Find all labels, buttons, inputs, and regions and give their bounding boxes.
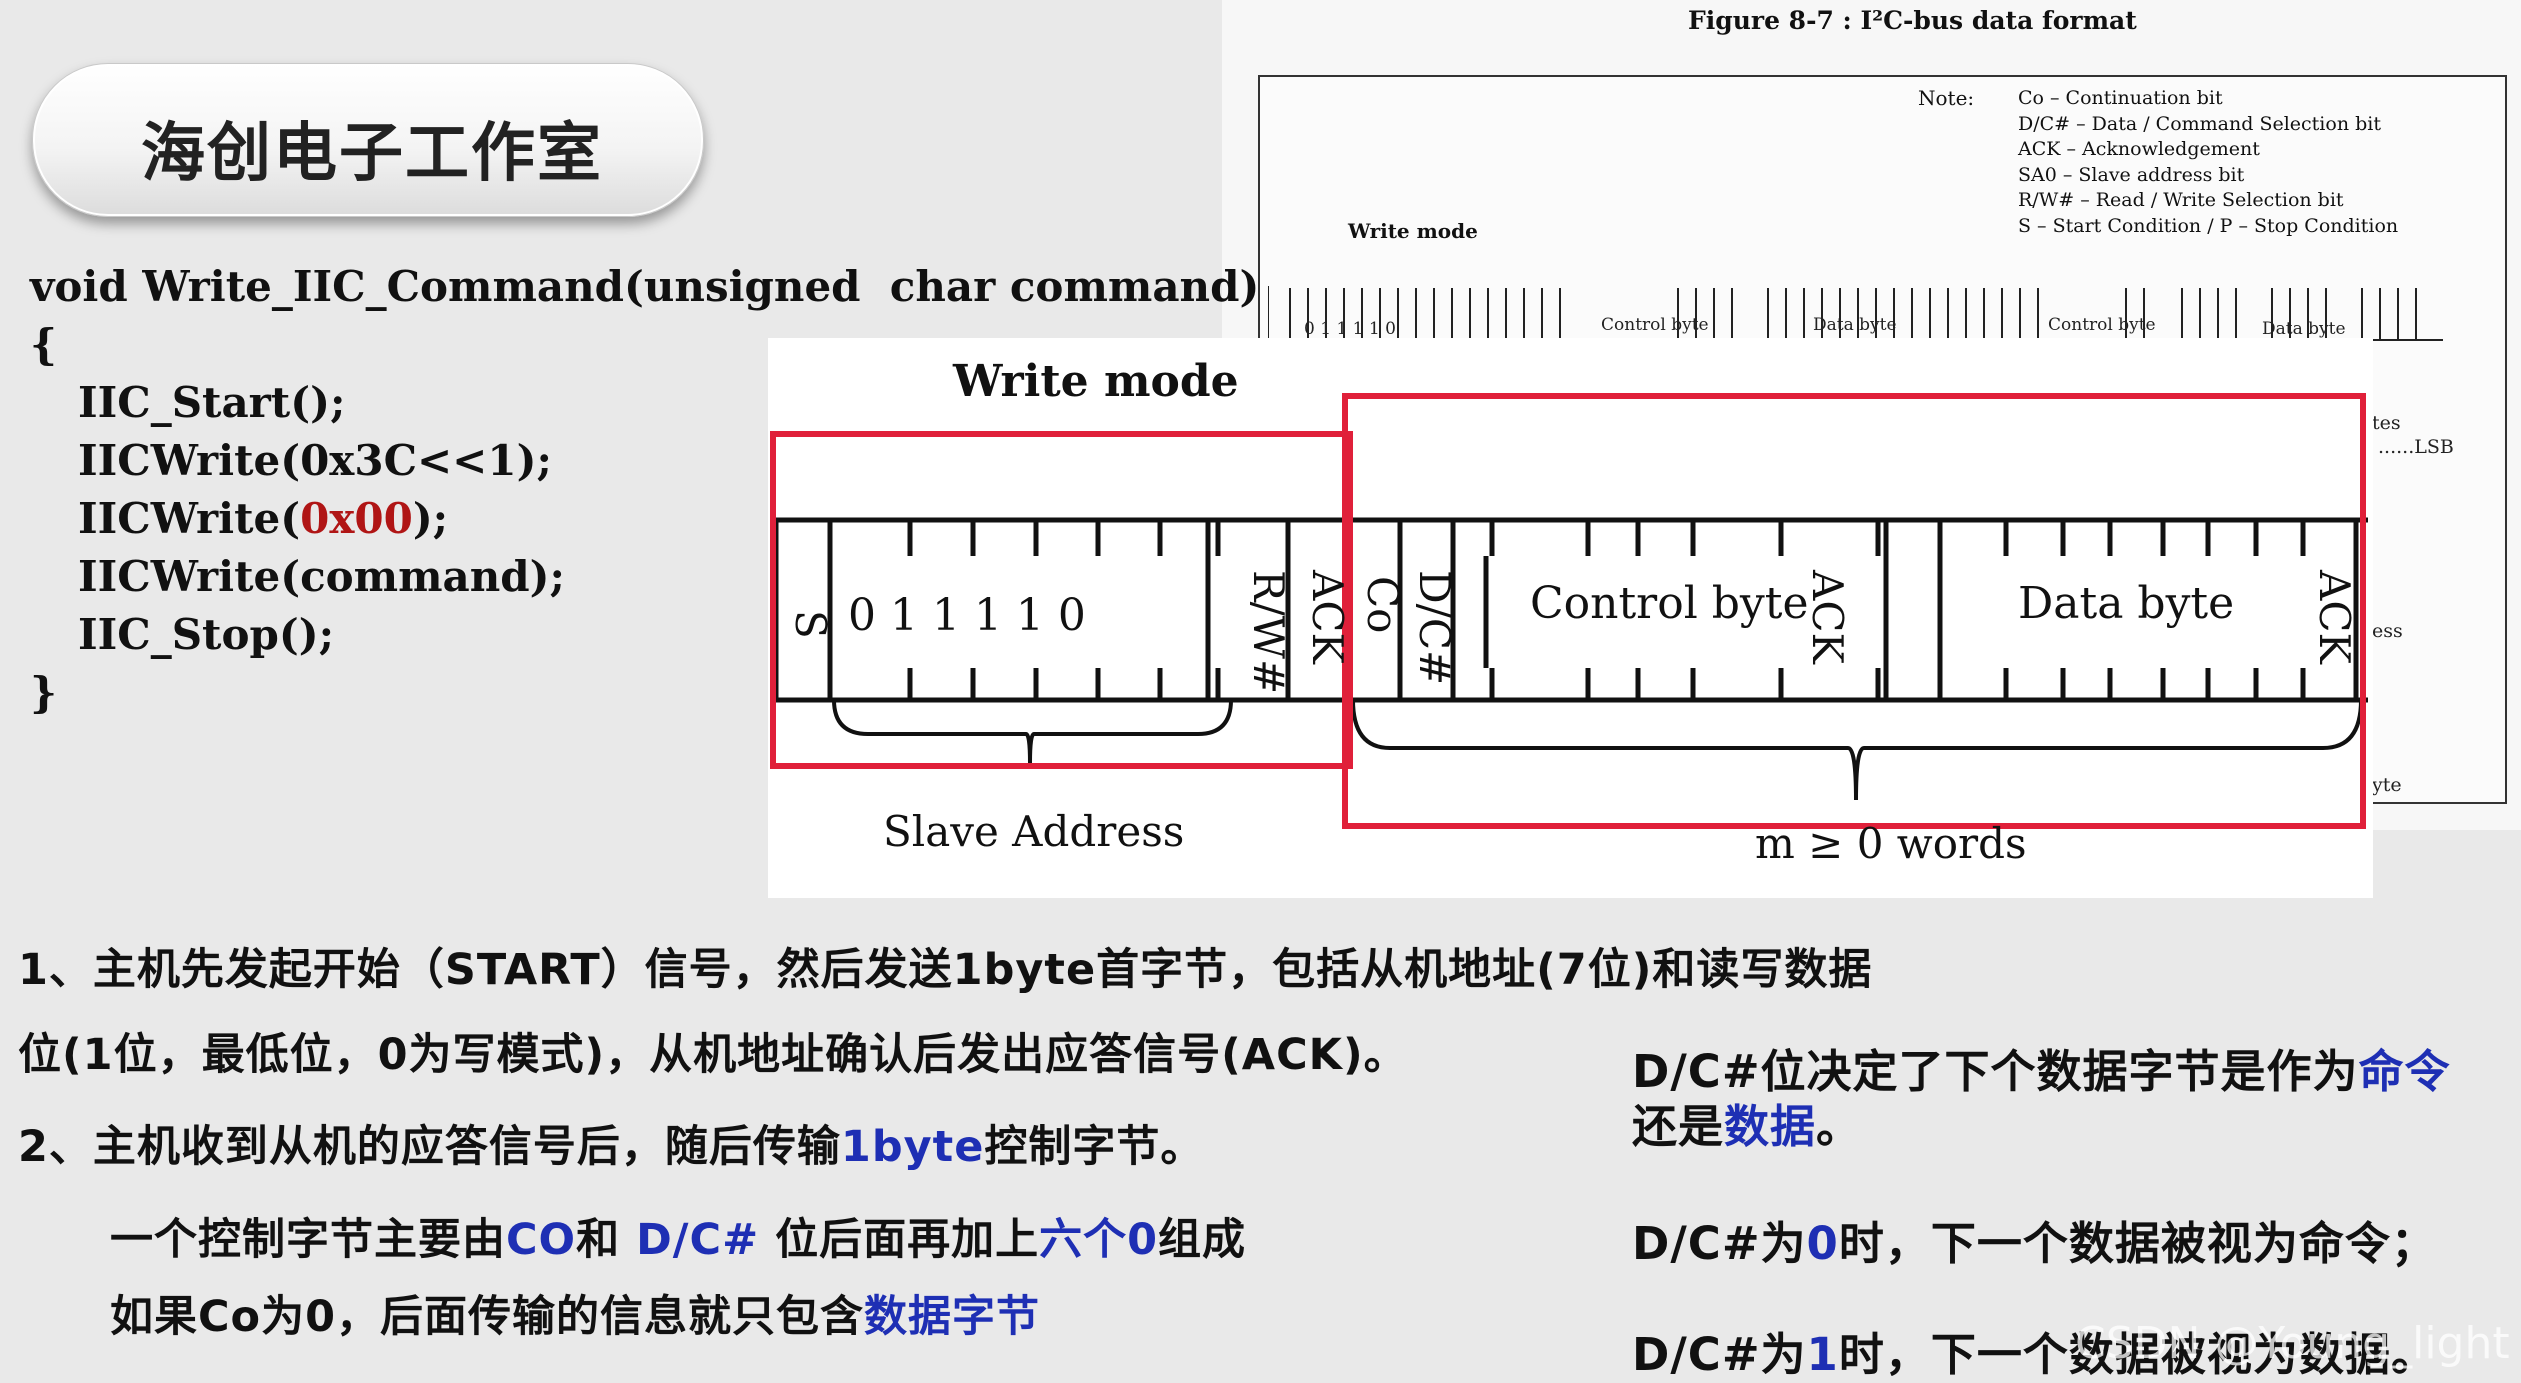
reference-data-byte: Data byte <box>1813 315 1897 335</box>
text-span: D/C#位决定了下个数据字节是作为 <box>1632 1045 2359 1098</box>
reference-control-byte: Control byte <box>1601 315 1709 335</box>
code-block: void Write_IIC_Command(unsigned char com… <box>30 258 1259 722</box>
code-line: IICWrite(0x00); <box>30 490 1259 548</box>
side-note-line: 还是数据。 <box>1632 1090 1862 1155</box>
page-title: 海创电子工作室 <box>141 117 603 191</box>
reference-data-byte: Data byte <box>2262 319 2346 339</box>
address-bits-label: 0 1 1 1 1 0 <box>848 590 1086 641</box>
rw-bit-label: R/W# <box>1244 570 1293 694</box>
slave-address-label: Slave Address <box>883 807 1184 856</box>
note-list: Co – Continuation bit D/C# – Data / Comm… <box>2018 86 2398 239</box>
watermark: CSDN @Young_light <box>2075 1318 2510 1369</box>
code-line: IICWrite(command); <box>78 552 566 601</box>
text-span: D/C#为 <box>1632 1217 1807 1270</box>
text-span: 位后面再加上 <box>759 1215 1040 1265</box>
note-item: SA0 – Slave address bit <box>2018 163 2245 186</box>
highlight-span: 数据 <box>1724 1100 1817 1153</box>
words-label: m ≥ 0 words <box>1755 819 2027 868</box>
explanation-line: 位(1位，最低位，0为写模式)，从机地址确认后发出应答信号(ACK)。 <box>18 1030 1408 1080</box>
text-span: 控制字节。 <box>984 1122 1205 1172</box>
highlight-span: CO <box>506 1215 577 1265</box>
code-line: IICWrite(0x3C<<1); <box>78 436 552 485</box>
reference-write-mode: Write mode <box>1348 219 1478 243</box>
write-mode-diagram: Write mode S 0 1 1 1 1 0 R/W# ACK Co D/C… <box>768 338 2373 898</box>
figure-caption: Figure 8-7 : I²C-bus data format <box>1688 6 2137 35</box>
slave-address-brace <box>832 699 1233 764</box>
code-text: IICWrite( <box>78 494 301 543</box>
text-span: 时，下一个数据被视为数据。 <box>1838 1328 2437 1381</box>
side-note-line: D/C#为0时，下一个数据被视为命令； <box>1632 1207 2437 1272</box>
co-bit-label: Co <box>1358 576 1407 633</box>
words-brace <box>1351 699 2363 801</box>
text-span: 和 <box>576 1215 637 1265</box>
data-byte-label: Data byte <box>2018 578 2234 629</box>
text-span: 如果Co为0，后面传输的信息就只包含 <box>110 1292 865 1342</box>
control-data-frame <box>1342 393 2366 829</box>
reference-fragment: tes <box>2372 412 2401 434</box>
side-note-line: D/C#位决定了下个数据字节是作为命令 <box>1632 1035 2451 1100</box>
code-line: IIC_Start(); <box>78 378 346 427</box>
text-span: D/C#为 <box>1632 1328 1807 1381</box>
highlight-span: 数据字节 <box>864 1292 1041 1342</box>
reference-fragment: ess <box>2372 620 2403 642</box>
code-signature: void Write_IIC_Command(unsigned char com… <box>30 262 1260 311</box>
highlight-span: D/C# <box>636 1215 760 1265</box>
ack-label: ACK <box>1803 569 1852 665</box>
write-mode-svg: Write mode S 0 1 1 1 1 0 R/W# ACK Co D/C… <box>770 356 2368 868</box>
slave-address-frame <box>770 431 1353 769</box>
highlight-span: 六个0 <box>1039 1215 1159 1265</box>
text-span: 2、主机收到从机的应答信号后，随后传输 <box>18 1122 841 1172</box>
explanation-line: 1、主机先发起开始（START）信号，然后发送1byte首字节，包括从机地址(7… <box>18 945 1873 995</box>
code-open-brace: { <box>30 320 58 369</box>
code-highlight: 0x00 <box>300 494 413 543</box>
text-span: 时，下一个数据被视为命令； <box>1838 1217 2437 1270</box>
note-item: S – Start Condition / P – Stop Condition <box>2018 214 2399 237</box>
reference-fragment: yte <box>2372 774 2402 796</box>
explanation-line: 如果Co为0，后面传输的信息就只包含数据字节 <box>110 1282 1040 1344</box>
reference-control-byte: Control byte <box>2048 315 2156 335</box>
explanation-line: 一个控制字节主要由CO和 D/C# 位后面再加上六个0组成 <box>110 1205 1246 1267</box>
code-line: IIC_Stop(); <box>78 610 335 659</box>
diagram-title: Write mode <box>952 356 1239 407</box>
side-note-line: D/C#为1时，下一个数据被视为数据。 <box>1632 1318 2437 1383</box>
explanation-line: 2、主机收到从机的应答信号后，随后传输1byte控制字节。 <box>18 1112 1204 1174</box>
highlight-span: 1byte <box>840 1122 985 1172</box>
reference-address-bits: 0 1 1 1 1 0 <box>1304 319 1396 339</box>
highlight-span: 命令 <box>2358 1045 2451 1098</box>
title-banner: 海创电子工作室 <box>32 63 704 217</box>
ack-label: ACK <box>2310 569 2359 665</box>
start-bit-label: S <box>786 610 835 639</box>
text-span: 一个控制字节主要由 <box>110 1215 506 1265</box>
dc-bit-label: D/C# <box>1410 570 1459 685</box>
note-label: Note: <box>1918 86 1975 110</box>
code-close-brace: } <box>30 668 58 717</box>
code-text: ); <box>412 494 449 543</box>
text-span: 还是 <box>1632 1100 1725 1153</box>
text-span: 。 <box>1816 1100 1863 1153</box>
control-byte-label: Control byte <box>1530 578 1809 629</box>
note-item: R/W# – Read / Write Selection bit <box>2018 189 2344 211</box>
highlight-span: 0 <box>1806 1217 1839 1270</box>
reference-fragment: LSB <box>2414 436 2454 458</box>
note-item: D/C# – Data / Command Selection bit <box>2018 112 2381 135</box>
reference-fragment: ......LSB <box>2378 436 2454 458</box>
note-item: Co – Continuation bit <box>2018 87 2223 109</box>
text-span: 组成 <box>1158 1215 1247 1265</box>
ack-label: ACK <box>1303 569 1352 665</box>
note-item: ACK – Acknowledgement <box>2018 138 2260 160</box>
highlight-span: 1 <box>1806 1328 1839 1381</box>
